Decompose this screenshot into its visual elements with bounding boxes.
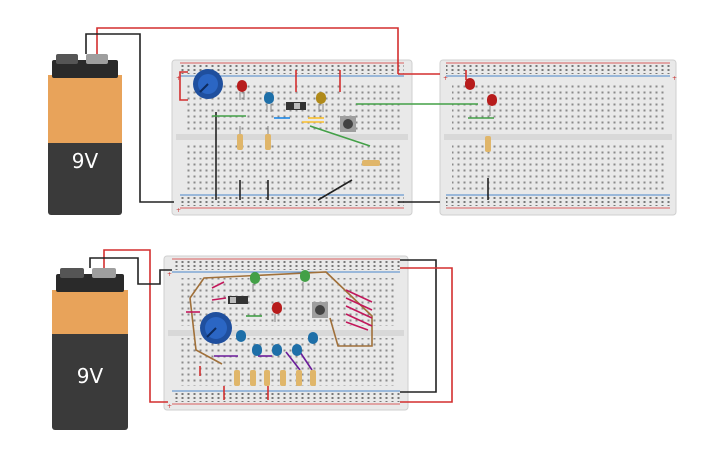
wire-magenta[interactable] xyxy=(345,289,373,303)
bottom-circuit: 9V + + xyxy=(52,249,453,430)
resistor[interactable] xyxy=(250,370,256,386)
slide-switch[interactable] xyxy=(286,102,306,110)
battery-top[interactable]: 9V xyxy=(48,54,122,215)
potentiometer[interactable] xyxy=(200,312,232,344)
push-button[interactable] xyxy=(340,116,356,132)
led-red[interactable] xyxy=(465,78,475,90)
wire-purple[interactable] xyxy=(299,351,313,371)
led-yellow[interactable] xyxy=(316,92,326,112)
wire-black[interactable] xyxy=(89,257,172,285)
led-blue[interactable] xyxy=(264,92,274,112)
wires-bottom xyxy=(89,249,453,403)
wire-brown[interactable] xyxy=(189,297,223,365)
power-rail xyxy=(446,196,670,206)
rail-sign: + xyxy=(176,207,181,214)
terminal-strip xyxy=(452,142,664,190)
wire-magenta[interactable] xyxy=(345,305,373,319)
resistor[interactable] xyxy=(234,370,240,386)
wire-black[interactable] xyxy=(317,179,353,201)
battery-terminal-positive xyxy=(92,268,116,278)
led-red[interactable] xyxy=(237,80,247,100)
wire-brown[interactable] xyxy=(189,271,373,347)
battery-label: 9V xyxy=(72,149,99,173)
led-red[interactable] xyxy=(272,302,282,322)
led-blue[interactable] xyxy=(252,344,262,356)
resistor[interactable] xyxy=(280,370,286,386)
terminal-strip xyxy=(452,82,664,130)
wire-magenta[interactable] xyxy=(211,281,225,289)
battery-cap xyxy=(52,60,118,78)
power-rail xyxy=(172,392,400,402)
wire-magenta[interactable] xyxy=(345,297,373,311)
breadboard-top-right: + + xyxy=(439,59,677,216)
power-rail xyxy=(446,64,670,74)
wire-magenta[interactable] xyxy=(345,321,369,331)
slide-switch[interactable] xyxy=(228,296,248,304)
battery-terminal-negative xyxy=(60,268,84,278)
resistor[interactable] xyxy=(296,370,302,386)
push-button[interactable] xyxy=(312,302,328,318)
wire-red[interactable] xyxy=(400,267,453,403)
power-rail xyxy=(172,260,400,270)
wire-purple[interactable] xyxy=(285,351,301,371)
center-channel xyxy=(176,134,408,140)
battery-wrap xyxy=(52,290,128,334)
center-channel xyxy=(444,134,672,140)
wire-green[interactable] xyxy=(309,125,371,147)
resistor[interactable] xyxy=(485,136,491,152)
resistor[interactable] xyxy=(265,126,271,150)
led-blue[interactable] xyxy=(292,344,302,356)
led-blue[interactable] xyxy=(308,332,318,344)
resistor[interactable] xyxy=(310,370,316,386)
battery-wrap xyxy=(48,75,122,143)
rail-sign: + xyxy=(672,75,677,82)
battery-cap xyxy=(56,274,124,292)
led-blue[interactable] xyxy=(272,344,282,356)
rail-sign: + xyxy=(443,75,448,82)
led-red[interactable] xyxy=(487,94,497,116)
led-green[interactable] xyxy=(300,270,310,290)
resistor[interactable] xyxy=(264,370,270,386)
wires-top xyxy=(85,27,494,203)
center-channel xyxy=(168,330,404,336)
battery-label: 9V xyxy=(77,364,104,388)
wire-magenta[interactable] xyxy=(345,313,373,327)
wire-red[interactable] xyxy=(96,27,399,74)
wire-black[interactable] xyxy=(400,259,437,393)
power-rail xyxy=(180,196,404,206)
rail-sign: + xyxy=(167,403,172,410)
wire-red[interactable] xyxy=(103,249,168,403)
resistor[interactable] xyxy=(237,126,243,150)
resistor[interactable] xyxy=(362,160,380,166)
rail-sign: + xyxy=(176,75,181,82)
wire-black[interactable] xyxy=(85,33,174,203)
power-rail xyxy=(180,64,404,74)
wire-red[interactable] xyxy=(179,71,188,101)
battery-bottom[interactable]: 9V xyxy=(52,268,128,430)
wire-magenta[interactable] xyxy=(211,297,227,301)
led-green[interactable] xyxy=(250,272,260,292)
led-blue[interactable] xyxy=(236,330,246,342)
rail-sign: + xyxy=(167,271,172,278)
battery-terminal-negative xyxy=(56,54,78,64)
battery-terminal-positive xyxy=(86,54,108,64)
potentiometer[interactable] xyxy=(193,69,223,99)
top-circuit: 9V + + + xyxy=(48,27,677,216)
